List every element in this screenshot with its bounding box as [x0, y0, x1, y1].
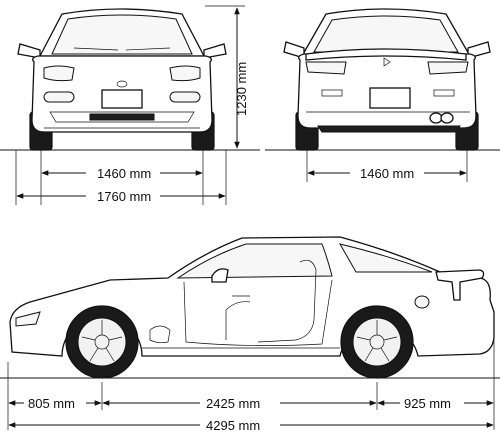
overall-length-label: 4295 mm — [206, 418, 260, 433]
rear-overhang-label: 925 mm — [404, 396, 451, 411]
front-track-label: 1460 mm — [97, 166, 151, 181]
front-overhang-label: 805 mm — [28, 396, 75, 411]
height-dimension: 1230 mm — [205, 5, 249, 149]
rear-track-label: 1460 mm — [360, 166, 414, 181]
front-view — [0, 8, 260, 151]
length-dimensions: 805 mm 2425 mm 925 mm 4295 mm — [7, 340, 495, 433]
rear-view — [265, 8, 500, 151]
side-view — [0, 236, 500, 379]
height-label: 1230 mm — [234, 62, 249, 116]
rear-track-dimension: 1460 mm — [306, 150, 468, 182]
overall-width-label: 1760 mm — [97, 189, 151, 204]
front-width-dimensions: 1460 mm 1760 mm — [15, 150, 227, 205]
wheelbase-label: 2425 mm — [206, 396, 260, 411]
